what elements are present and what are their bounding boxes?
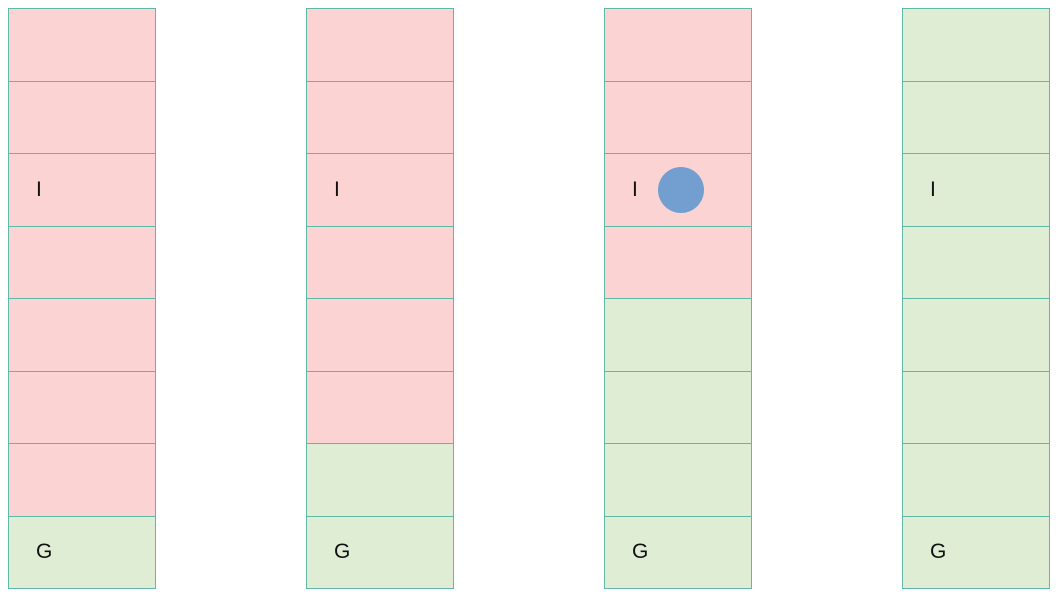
grid-cell [9,81,155,154]
grid-cell [605,226,751,299]
grid-cell: I [9,154,155,227]
grid-cell [903,299,1049,372]
cell-label: G [930,540,947,564]
grid-cell: I [903,154,1049,227]
grid-cell [307,9,453,82]
grid-cell [605,444,751,517]
grid-cell [9,226,155,299]
grid-cell: G [307,516,453,588]
grid-cell: G [605,516,751,588]
grid-cell [903,9,1049,82]
grid-cell [9,299,155,372]
grid-cell [307,226,453,299]
grid-cell [307,299,453,372]
grid-cell [9,444,155,517]
cell-label: G [632,540,649,564]
grid-cell [605,299,751,372]
grid-cell [605,9,751,82]
cell-label: G [334,540,351,564]
grid-cell: G [9,516,155,588]
grid-cell [903,371,1049,444]
grid-cell [307,444,453,517]
grid-cell [9,9,155,82]
grid-cell [9,371,155,444]
cell-label: G [36,540,53,564]
grid-cell: I [307,154,453,227]
grid-cell: I [605,154,751,227]
grid-cell [903,444,1049,517]
grid-cell [903,81,1049,154]
grid-cell [307,81,453,154]
grid-cell [605,81,751,154]
cell-label: I [36,177,42,201]
cell-label: I [632,177,638,201]
cell-label: I [334,177,340,201]
cell-label: I [930,177,936,201]
agent-marker [658,166,704,213]
grid-cell [903,226,1049,299]
grid-cell: G [903,516,1049,588]
grid-cell [605,371,751,444]
grid-cell [307,371,453,444]
